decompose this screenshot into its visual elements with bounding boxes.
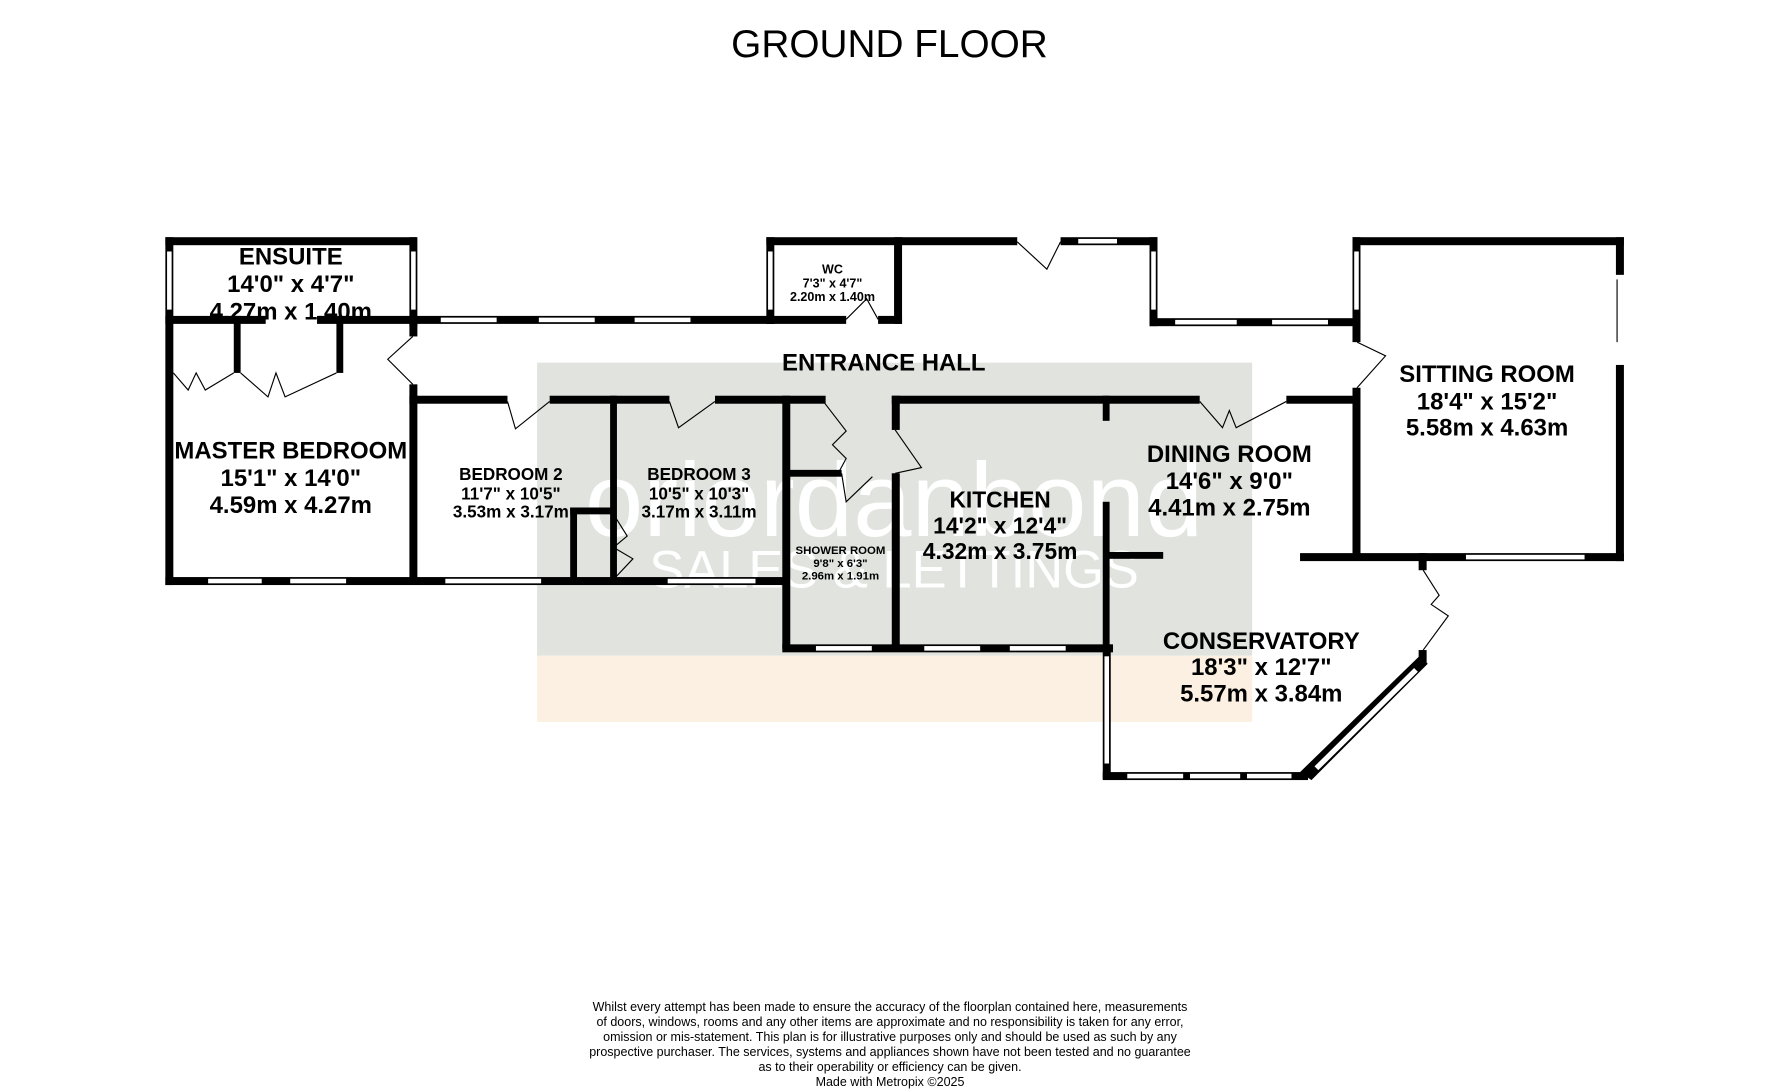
svg-text:14'6" x 9'0": 14'6" x 9'0" (1166, 468, 1293, 495)
svg-text:4.32m x 3.75m: 4.32m x 3.75m (923, 538, 1078, 564)
disclaimer-line: prospective purchaser. The services, sys… (589, 1045, 1191, 1059)
svg-text:15'1" x 14'0": 15'1" x 14'0" (221, 465, 362, 492)
svg-text:10'5" x 10'3": 10'5" x 10'3" (649, 485, 749, 504)
svg-text:5.57m x 3.84m: 5.57m x 3.84m (1180, 680, 1342, 707)
disclaimer: Whilst every attempt has been made to en… (540, 1000, 1240, 1090)
svg-text:2.96m x 1.91m: 2.96m x 1.91m (802, 570, 879, 582)
svg-text:3.17m x 3.11m: 3.17m x 3.11m (642, 503, 757, 522)
svg-text:CONSERVATORY: CONSERVATORY (1163, 628, 1360, 655)
metropix-credit: Made with Metropix ©2025 (815, 1075, 965, 1089)
svg-text:BEDROOM 2: BEDROOM 2 (459, 465, 563, 484)
svg-text:ENSUITE: ENSUITE (239, 244, 343, 271)
svg-text:9'8" x 6'3": 9'8" x 6'3" (813, 558, 867, 570)
room-shower-room: SHOWER ROOM 9'8" x 6'3" 2.96m x 1.91m (796, 545, 886, 582)
room-wc: WC 7'3" x 4'7" 2.20m x 1.40m (790, 263, 875, 304)
plan-title: GROUND FLOOR (731, 23, 1048, 66)
svg-text:SHOWER ROOM: SHOWER ROOM (796, 545, 886, 557)
svg-text:KITCHEN: KITCHEN (949, 486, 1050, 512)
svg-text:MASTER BEDROOM: MASTER BEDROOM (174, 437, 407, 464)
svg-text:4.41m x 2.75m: 4.41m x 2.75m (1148, 494, 1310, 521)
disclaimer-line: as to their operability or efficiency ca… (758, 1060, 1022, 1074)
room-ensuite: ENSUITE 14'0" x 4'7" 4.27m x 1.40m (210, 244, 372, 326)
svg-text:11'7" x 10'5": 11'7" x 10'5" (461, 485, 560, 504)
svg-text:WC: WC (822, 263, 843, 277)
room-entrance-hall: ENTRANCE HALL (782, 350, 985, 377)
svg-text:18'4" x 15'2": 18'4" x 15'2" (1417, 388, 1558, 415)
room-kitchen: KITCHEN 14'2" x 12'4" 4.32m x 3.75m (923, 486, 1078, 563)
svg-text:BEDROOM 3: BEDROOM 3 (647, 465, 751, 484)
svg-text:7'3" x 4'7": 7'3" x 4'7" (803, 276, 863, 290)
room-dining-room: DINING ROOM 14'6" x 9'0" 4.41m x 2.75m (1147, 441, 1312, 522)
svg-text:4.59m x 4.27m: 4.59m x 4.27m (210, 492, 372, 519)
svg-text:14'2" x 12'4": 14'2" x 12'4" (933, 513, 1067, 539)
room-bedroom-2: BEDROOM 2 11'7" x 10'5" 3.53m x 3.17m (453, 465, 569, 522)
room-master-bedroom: MASTER BEDROOM 15'1" x 14'0" 4.59m x 4.2… (174, 437, 407, 519)
svg-text:5.58m x 4.63m: 5.58m x 4.63m (1406, 415, 1568, 442)
svg-text:DINING ROOM: DINING ROOM (1147, 441, 1312, 468)
svg-text:SITTING ROOM: SITTING ROOM (1399, 361, 1575, 388)
room-bedroom-3: BEDROOM 3 10'5" x 10'3" 3.17m x 3.11m (642, 465, 757, 522)
svg-text:14'0" x 4'7": 14'0" x 4'7" (227, 271, 354, 298)
walls (165, 237, 1624, 781)
disclaimer-line: of doors, windows, rooms and any other i… (596, 1015, 1184, 1029)
disclaimer-line: omission or mis-statement. This plan is … (603, 1030, 1177, 1044)
svg-text:2.20m x 1.40m: 2.20m x 1.40m (790, 290, 875, 304)
svg-text:18'3" x 12'7": 18'3" x 12'7" (1191, 654, 1332, 681)
svg-text:4.27m x 1.40m: 4.27m x 1.40m (210, 298, 372, 325)
svg-text:3.53m x 3.17m: 3.53m x 3.17m (453, 503, 569, 522)
room-conservatory: CONSERVATORY 18'3" x 12'7" 5.57m x 3.84m (1163, 628, 1360, 707)
room-sitting-room: SITTING ROOM 18'4" x 15'2" 5.58m x 4.63m (1399, 361, 1575, 442)
disclaimer-line: Whilst every attempt has been made to en… (592, 1000, 1188, 1014)
